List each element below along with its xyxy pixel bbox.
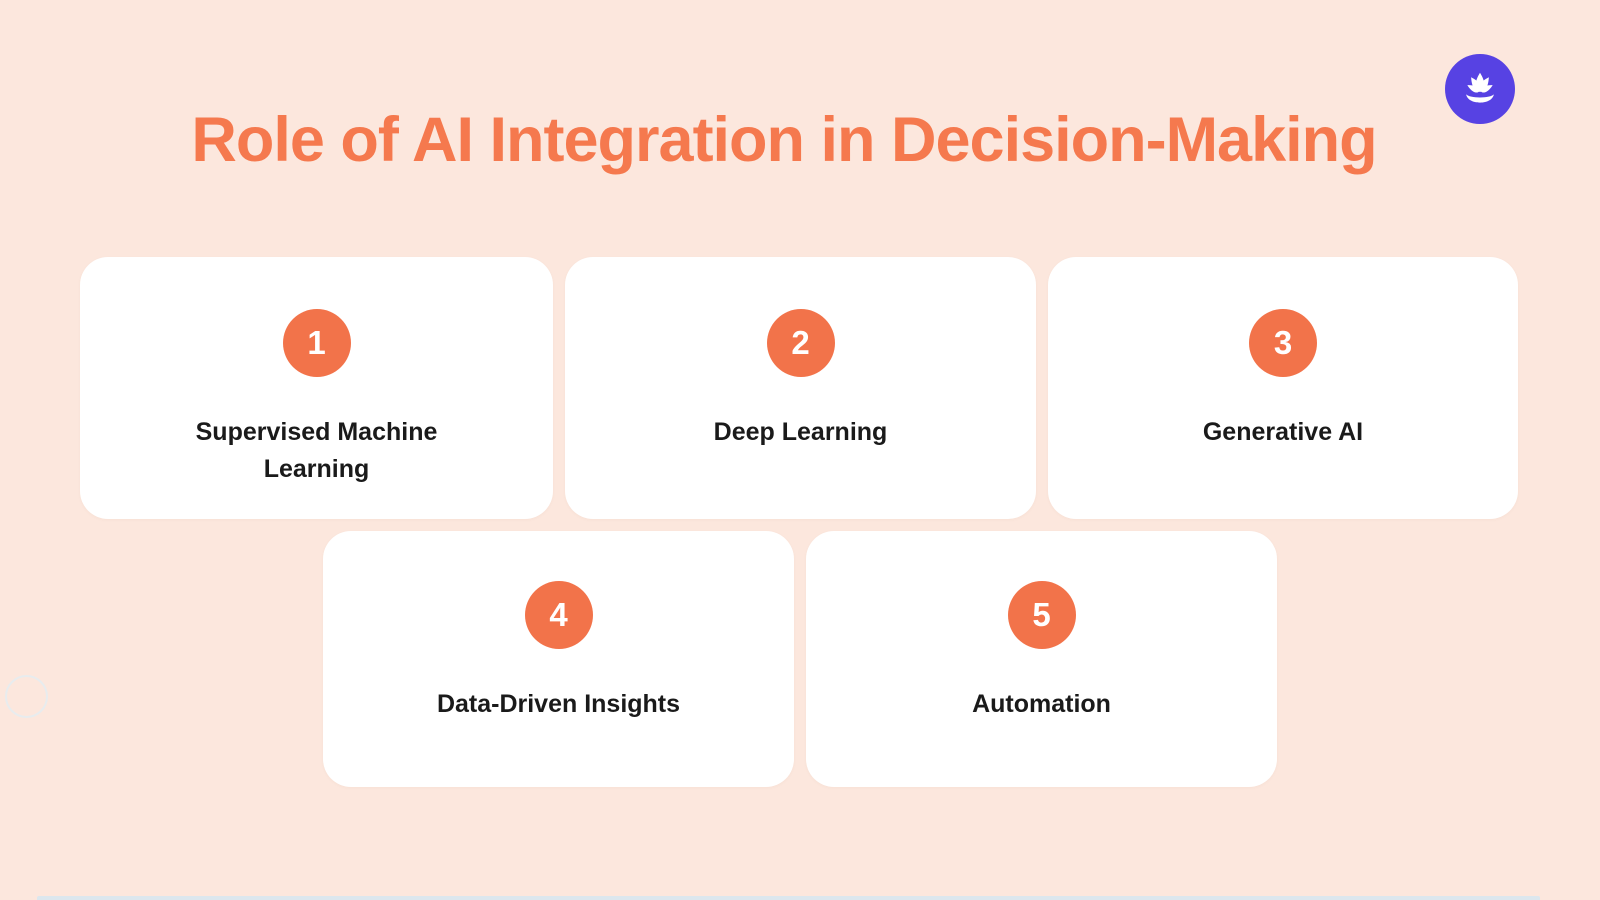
card-label: Supervised Machine Learning (195, 418, 438, 483)
card-number: 4 (549, 596, 568, 633)
card-label: Automation (972, 690, 1111, 718)
lotus-logo (1445, 54, 1515, 124)
lotus-icon (1466, 72, 1494, 103)
number-badge-1: 1 (282, 309, 351, 377)
number-badge-2: 2 (766, 309, 835, 377)
card-data-driven-insights: 4 Data-Driven Insights (323, 531, 794, 787)
number-badge-5: 5 (1007, 581, 1076, 649)
bottom-edge-strip (37, 896, 1540, 900)
card-label: Data-Driven Insights (436, 690, 681, 718)
card-automation: 5 Automation (806, 531, 1277, 787)
card-generative-ai: 3 Generative AI (1048, 257, 1518, 519)
card-label: Deep Learning (713, 418, 888, 446)
number-badge-4: 4 (524, 581, 593, 649)
page-title: Role of AI Integration in Decision-Makin… (191, 105, 1377, 175)
card-number: 1 (307, 324, 326, 361)
card-number: 3 (1273, 324, 1293, 361)
card-label: Generative AI (1202, 418, 1364, 446)
card-supervised-machine-learning: 1 Supervised Machine Learning (80, 257, 553, 519)
number-badge-3: 3 (1249, 309, 1317, 377)
decorative-circle-outline (5, 675, 48, 718)
card-number: 2 (791, 324, 810, 361)
card-deep-learning: 2 Deep Learning (565, 257, 1036, 519)
card-number: 5 (1032, 596, 1051, 633)
